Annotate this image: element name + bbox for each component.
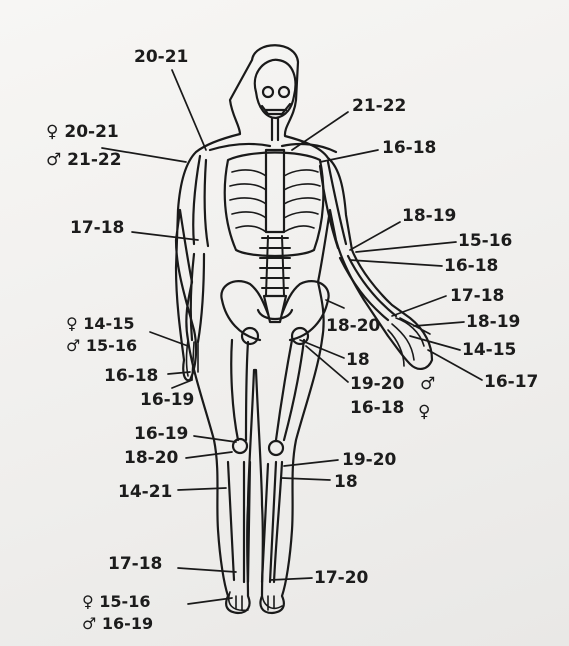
label-humerus-distal: 17-18: [70, 220, 124, 237]
forearm-right: [340, 256, 396, 320]
leader-tibia-shaft: [178, 488, 226, 490]
label-elbow-a: 15-16: [458, 233, 512, 250]
label-skull: 20-21: [134, 49, 188, 66]
femur-left: [231, 340, 248, 440]
label-knee-lower: 18-20: [124, 450, 178, 467]
label-elbow-b: 16-18: [444, 258, 498, 275]
leader-elbow-a: [356, 242, 456, 252]
label-shoulder-male: ♂ 21-22: [46, 152, 122, 169]
label-trochanter-sex: ♂: [420, 376, 435, 393]
leader-clavicle: [292, 112, 348, 150]
label-metacarpal: 14-15: [462, 342, 516, 359]
label-tibia-prox: 19-20: [342, 452, 396, 469]
leader-knee-lower: [186, 452, 232, 458]
leader-tibia-prox: [284, 460, 338, 466]
leader-skull: [172, 70, 206, 150]
patella-right: [269, 441, 283, 455]
leader-wrist: [392, 296, 446, 316]
foot-right: [262, 592, 282, 610]
label-foot-female: ♀ 15-16: [82, 594, 150, 610]
leader-radius-ulna: [350, 222, 400, 250]
leader-elbow-b: [350, 260, 442, 266]
tibia-right: [262, 462, 282, 582]
leader-hand-a: [168, 372, 190, 374]
pelvis: [221, 281, 328, 340]
leader-carpal: [414, 322, 464, 326]
label-tibia-shaft: 14-21: [118, 484, 172, 501]
label-femur-prox-sex: ♀: [418, 404, 430, 421]
label-trochanter: 19-20: [350, 376, 404, 393]
leader-hand-b: [172, 380, 192, 388]
eye-socket-left: [263, 87, 273, 97]
leader-acromion: [320, 150, 378, 162]
label-wrist: 17-18: [450, 288, 504, 305]
leader-fibula-distal: [270, 578, 312, 580]
eye-socket-right: [279, 87, 289, 97]
label-radius-ulna: 18-19: [402, 208, 456, 225]
label-femur-head: 18: [346, 352, 370, 369]
label-shoulder-female: ♀ 20-21: [46, 124, 119, 141]
leader-metacarpal: [410, 336, 460, 350]
leader-ankle: [178, 568, 236, 572]
humerus-left: [193, 156, 208, 246]
label-fibula-distal: 17-20: [314, 570, 368, 587]
label-hand-b: 16-19: [140, 392, 194, 409]
label-foot-male: ♂ 16-19: [82, 616, 153, 632]
lumbar-spine: [260, 236, 290, 295]
ribcage: [225, 153, 324, 257]
leader-iliac: [326, 300, 344, 308]
label-ankle: 17-18: [108, 556, 162, 573]
foot-left: [229, 592, 248, 610]
cervical-spine: [272, 118, 278, 140]
label-hand-female: ♀ 14-15: [66, 316, 134, 332]
label-knee-upper: 16-19: [134, 426, 188, 443]
sternum: [266, 150, 284, 232]
label-phalanges: 16-17: [484, 374, 538, 391]
leader-fibula-prox: [282, 478, 330, 480]
label-clavicle-medial: 21-22: [352, 98, 406, 115]
label-iliac: 18-20: [326, 318, 380, 335]
leader-humerus-distal: [132, 232, 198, 240]
label-fibula-prox: 18: [334, 474, 358, 491]
label-carpal: 18-19: [466, 314, 520, 331]
label-acromion: 16-18: [382, 140, 436, 157]
label-hand-male: ♂ 15-16: [66, 338, 137, 354]
ribs: [230, 170, 320, 232]
label-hand-a: 16-18: [104, 368, 158, 385]
label-femur-prox: 16-18: [350, 400, 404, 417]
